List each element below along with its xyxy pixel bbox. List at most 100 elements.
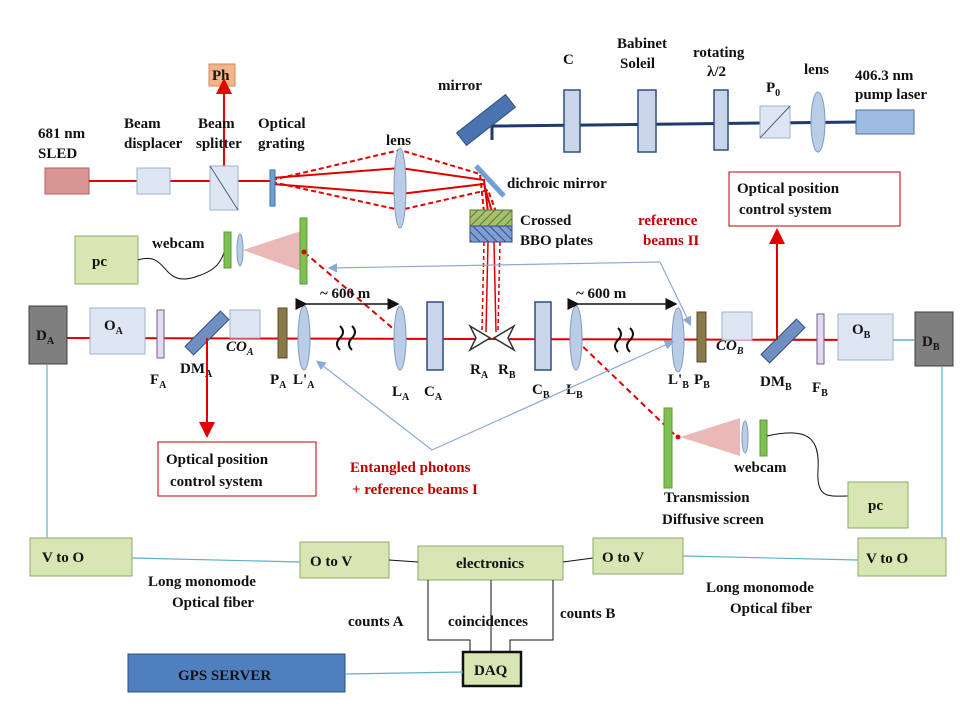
beam-splitter-label-2: splitter (196, 136, 242, 152)
pump-beam (490, 120, 859, 140)
entangled-label-2: + reference beams I (352, 482, 478, 498)
dichroic-mirror-label: dichroic mirror (507, 176, 607, 192)
webcam-right-label: webcam (734, 460, 787, 476)
ops-left-label-2: control system (170, 474, 263, 490)
ca-label: CA (424, 384, 443, 403)
ops-left-label-1: Optical position (166, 452, 269, 468)
pc-left-box (74, 235, 139, 285)
ops-right-box (728, 171, 901, 227)
fiber-left (131, 557, 301, 563)
optical-grating-label-1: Optical (258, 116, 306, 132)
cob-label: COB (716, 338, 744, 357)
p0-label: P0 (766, 80, 780, 99)
daq-box (461, 650, 523, 688)
compensator-ca (426, 301, 444, 371)
spot-right (675, 434, 681, 440)
webcam-left-lens (236, 233, 244, 267)
fb-label: FB (812, 380, 828, 399)
pc-right-label: pc (868, 498, 883, 514)
crossed-label-2: BBO plates (520, 233, 593, 249)
otov-left-to-electronics (388, 559, 419, 563)
la-label: LA (392, 384, 410, 403)
lens-lb (569, 305, 583, 371)
beam-splitter (209, 165, 239, 211)
v-to-o-left-label: V to O (42, 550, 84, 566)
electronics-label: electronics (456, 556, 524, 572)
lens-lpb (671, 307, 685, 373)
beam-splitter-label-1: Beam (198, 116, 235, 132)
beam-displacer (136, 167, 171, 195)
reference-beams-ii-label-2: beams II (643, 233, 699, 249)
pc-right-box (847, 481, 909, 529)
sled-lens (393, 147, 407, 229)
pump-laser-label: pump laser (855, 87, 927, 103)
dichroic-mirror-dmb (760, 318, 806, 364)
ra-label: RA (470, 362, 489, 381)
svg-text:~ 600 m: ~ 600 m (576, 286, 627, 302)
compensator-cb (534, 301, 552, 371)
v-to-o-right-label: V to O (866, 551, 908, 567)
distance-left: ~ 600 m (295, 286, 400, 310)
dma-label: DMA (180, 361, 213, 380)
coupler-coa (229, 309, 261, 339)
reference-beam-right (575, 339, 677, 437)
sled-lens-label: lens (386, 133, 411, 149)
webcam-left-label: webcam (152, 236, 205, 252)
rb-label: RB (498, 362, 516, 381)
webcam-left-sensor (223, 231, 232, 269)
lens-la (393, 305, 407, 371)
c-top-label: C (563, 52, 574, 68)
pump-lens (810, 91, 826, 153)
counts-a-label: counts A (348, 614, 404, 630)
pb-label: PB (694, 372, 710, 391)
ops-right-label-2: control system (739, 202, 832, 218)
cb-label: CB (532, 382, 550, 401)
babinet-soleil (637, 89, 657, 153)
distance-right: ~ 600 m (567, 286, 678, 310)
optical-grating-label-2: grating (258, 136, 305, 152)
coa-label: COA (226, 339, 254, 358)
sled-beam (89, 78, 497, 213)
da-label: DA (36, 328, 55, 347)
webcam-left-cone (243, 230, 304, 272)
fa-label: FA (150, 372, 167, 391)
daq-label: DAQ (474, 663, 508, 679)
soleil-label: Soleil (620, 56, 655, 72)
objective-ob (837, 313, 894, 361)
ob-label: OB (852, 322, 871, 341)
fiber-left-label-2: Optical fiber (172, 595, 254, 611)
dmb-label: DMB (760, 374, 792, 393)
pump-laser-box (855, 109, 915, 135)
dichroic-mirror (474, 164, 506, 198)
o-to-v-right-box (592, 537, 684, 575)
ops-right-label-1: Optical position (737, 181, 840, 197)
detector-db (914, 311, 954, 367)
svg-text:~ 600 m: ~ 600 m (320, 286, 371, 302)
fiber-break-right (614, 327, 634, 353)
sled-label: SLED (38, 146, 77, 162)
pump-lens-label: lens (804, 62, 829, 78)
coupler-cob (721, 311, 753, 341)
gps-to-daq-line (344, 671, 464, 675)
dichroic-mirror-dma (184, 310, 230, 356)
pa-label: PA (270, 372, 287, 391)
pump-wavelength-label: 406.3 nm (855, 68, 914, 84)
o-to-v-left-box (299, 541, 390, 579)
transmission-label-2: Diffusive screen (662, 512, 764, 528)
sled-wavelength-label: 681 nm (38, 126, 86, 142)
compensator-c (563, 89, 581, 153)
o-to-v-left-label: O to V (310, 554, 352, 570)
transmission-label-1: Transmission (664, 490, 750, 506)
entangled-label-1: Entangled photons (350, 460, 471, 476)
rotating-label: rotating (693, 45, 745, 61)
lpb-label: L'B (668, 372, 689, 391)
p0-polarizer (759, 105, 791, 139)
v-to-o-left-box (29, 537, 133, 577)
o-to-v-right-label: O to V (602, 550, 644, 566)
detector-da (28, 305, 68, 365)
bbo-plates (469, 209, 513, 243)
prisms-ra-rb (468, 324, 516, 352)
lpa-label: L'A (293, 372, 315, 391)
